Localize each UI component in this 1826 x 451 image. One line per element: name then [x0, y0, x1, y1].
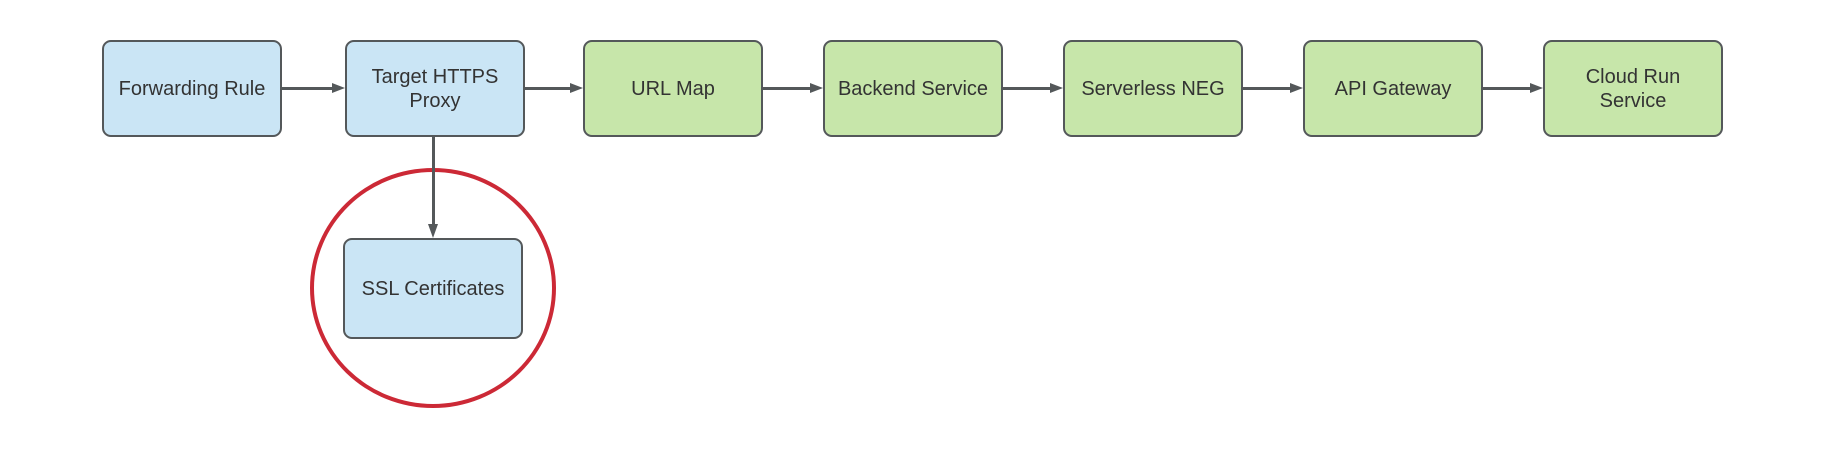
arrow-shaft	[1483, 87, 1533, 90]
arrow-shaft	[282, 87, 335, 90]
connector-backend-service-to-serverless-neg	[1003, 80, 1063, 97]
arrow-head-right-icon	[1290, 83, 1303, 93]
arrow-shaft	[525, 87, 573, 90]
node-label: API Gateway	[1334, 77, 1452, 100]
arrow-head-right-icon	[332, 83, 345, 93]
arrow-head-right-icon	[570, 83, 583, 93]
connector-serverless-neg-to-api-gateway	[1243, 80, 1303, 97]
arrow-head-right-icon	[1530, 83, 1543, 93]
node-cloud-run-service: Cloud Run Service	[1543, 40, 1723, 137]
node-backend-service: Backend Service	[823, 40, 1003, 137]
node-label: Cloud Run Service	[1585, 65, 1681, 112]
arrow-head-right-icon	[1050, 83, 1063, 93]
node-label: Forwarding Rule	[118, 77, 266, 100]
node-target-https-proxy: Target HTTPS Proxy	[345, 40, 525, 137]
node-serverless-neg: Serverless NEG	[1063, 40, 1243, 137]
node-label: Backend Service	[837, 77, 989, 100]
connector-url-map-to-backend-service	[763, 80, 823, 97]
node-label: Serverless NEG	[1081, 77, 1225, 100]
node-forwarding-rule: Forwarding Rule	[102, 40, 282, 137]
connector-api-gateway-to-cloud-run-service	[1483, 80, 1543, 97]
connector-target-https-proxy-to-url-map	[525, 80, 583, 97]
arrow-head-down-icon	[428, 224, 438, 238]
node-label: Target HTTPS Proxy	[371, 65, 499, 112]
node-label: SSL Certificates	[361, 277, 505, 300]
arrow-shaft	[432, 137, 435, 226]
node-ssl-certificates: SSL Certificates	[343, 238, 523, 339]
node-api-gateway: API Gateway	[1303, 40, 1483, 137]
connector-target-https-proxy-to-ssl-certificates	[427, 137, 440, 238]
node-label: URL Map	[631, 77, 715, 100]
arrow-shaft	[1003, 87, 1053, 90]
arrow-head-right-icon	[810, 83, 823, 93]
node-url-map: URL Map	[583, 40, 763, 137]
connector-forwarding-rule-to-target-https-proxy	[282, 80, 345, 97]
arrow-shaft	[1243, 87, 1293, 90]
arrow-shaft	[763, 87, 813, 90]
